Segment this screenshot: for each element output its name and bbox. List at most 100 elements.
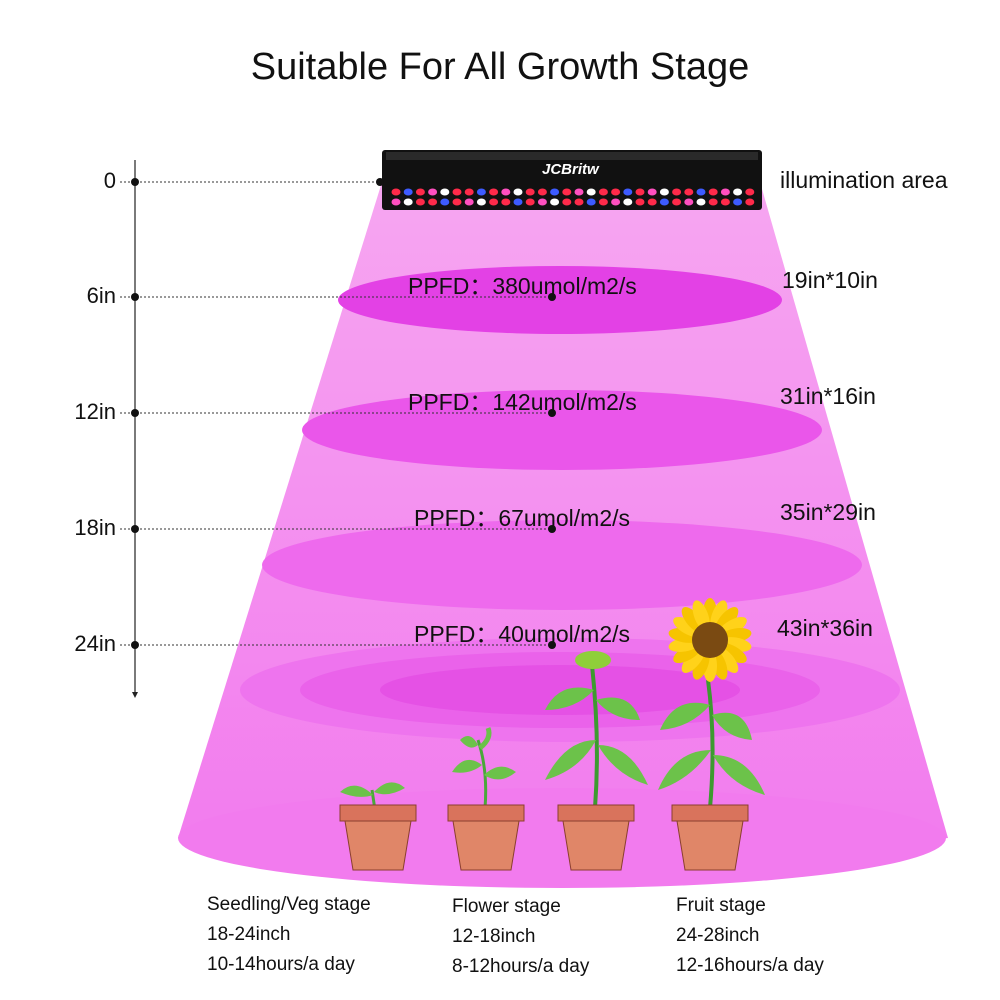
led-diode — [452, 188, 462, 196]
led-diode — [440, 188, 450, 196]
pot-rim — [671, 804, 749, 822]
seedling-plant — [340, 782, 405, 811]
led-diode — [415, 198, 425, 206]
led-diode — [733, 188, 743, 196]
led-diode — [720, 188, 730, 196]
led-diode — [720, 198, 730, 206]
height-tick-label: 24in — [74, 631, 116, 656]
grow-light-fixture — [382, 150, 762, 210]
ppfd-label: PPFD：380umol/m2/s — [408, 273, 637, 299]
led-diode — [574, 198, 584, 206]
led-diode — [745, 188, 755, 196]
led-diode — [403, 188, 413, 196]
guide-dot — [131, 525, 139, 533]
flower-pot — [676, 820, 744, 871]
led-diode — [428, 188, 438, 196]
coverage-ellipse-18in — [262, 520, 862, 610]
guide-dot — [548, 525, 556, 533]
guide-dot — [548, 409, 556, 417]
pot-rim — [447, 804, 525, 822]
stage-name: Seedling/Veg stage — [207, 894, 371, 915]
led-diode — [574, 188, 584, 196]
led-diode — [537, 198, 547, 206]
flower-stage-plant — [452, 727, 516, 809]
led-diode — [537, 188, 547, 196]
flower-pot — [344, 820, 412, 871]
led-diode — [708, 198, 718, 206]
guide-dot — [131, 293, 139, 301]
ppfd-label: PPFD：67umol/m2/s — [414, 505, 631, 531]
led-diode — [647, 198, 657, 206]
led-diode — [611, 198, 621, 206]
led-diode — [550, 198, 560, 206]
led-diode — [696, 198, 706, 206]
coverage-ellipse-6in — [338, 266, 782, 334]
led-diode — [598, 198, 608, 206]
guide-dot — [131, 409, 139, 417]
led-diode — [562, 188, 572, 196]
led-diode — [659, 188, 669, 196]
coverage-area-label: 31in*16in — [780, 383, 876, 409]
led-diode — [684, 188, 694, 196]
led-diode — [586, 198, 596, 206]
led-diode — [623, 188, 633, 196]
coverage-area-label: 43in*36in — [777, 615, 873, 641]
coverage-area-label: 35in*29in — [780, 499, 876, 525]
led-diode — [415, 188, 425, 196]
coverage-area-label: 19in*10in — [782, 267, 878, 293]
flower-pot — [562, 820, 630, 871]
brand-logo: JCBritw — [542, 161, 599, 178]
page-title: Suitable For All Growth Stage — [250, 46, 750, 88]
stage-seedling: Seedling/Veg stage 18-24inch 10-14hours/… — [207, 890, 371, 980]
led-diode — [464, 198, 474, 206]
stage-hours: 8-12hours/a day — [452, 956, 590, 977]
led-diode — [501, 198, 511, 206]
guide-dot — [376, 178, 384, 186]
stage-distance: 18-24inch — [207, 924, 291, 945]
led-diode — [745, 198, 755, 206]
led-diode — [635, 188, 645, 196]
stage-name: Flower stage — [452, 896, 561, 917]
led-diode — [440, 198, 450, 206]
height-tick-label: 18in — [74, 515, 116, 540]
led-diode — [391, 188, 401, 196]
height-tick-label: 0 — [103, 168, 116, 193]
height-tick-label: 6in — [86, 283, 116, 308]
guide-dot — [131, 641, 139, 649]
pot-rim — [339, 804, 417, 822]
led-diode — [391, 198, 401, 206]
coverage-ellipse-floor — [178, 788, 946, 888]
stage-name: Fruit stage — [676, 895, 766, 916]
led-diode — [623, 198, 633, 206]
stage-hours: 10-14hours/a day — [207, 954, 355, 975]
led-diode — [684, 198, 694, 206]
stage-distance: 24-28inch — [676, 925, 760, 946]
led-diode — [489, 198, 499, 206]
led-diode — [659, 198, 669, 206]
height-tick-label: 12in — [74, 399, 116, 424]
led-diode — [464, 188, 474, 196]
led-diode — [525, 198, 535, 206]
led-diode — [598, 188, 608, 196]
guide-dot — [548, 293, 556, 301]
led-diode — [525, 188, 535, 196]
sunflower-plant — [658, 598, 765, 809]
led-diode — [550, 188, 560, 196]
stage-fruit: Fruit stage 24-28inch 12-16hours/a day — [676, 891, 824, 981]
led-diode — [476, 188, 486, 196]
stage-hours: 12-16hours/a day — [676, 955, 824, 976]
led-diode — [403, 198, 413, 206]
led-diode — [611, 188, 621, 196]
led-diode — [562, 198, 572, 206]
led-diode — [513, 198, 523, 206]
ppfd-label: PPFD：142umol/m2/s — [408, 389, 637, 415]
led-diode — [489, 188, 499, 196]
stage-distance: 12-18inch — [452, 926, 536, 947]
led-diode — [672, 188, 682, 196]
led-diode — [452, 198, 462, 206]
guide-dot — [548, 641, 556, 649]
led-diode — [513, 188, 523, 196]
led-diode — [708, 188, 718, 196]
led-diode — [476, 198, 486, 206]
